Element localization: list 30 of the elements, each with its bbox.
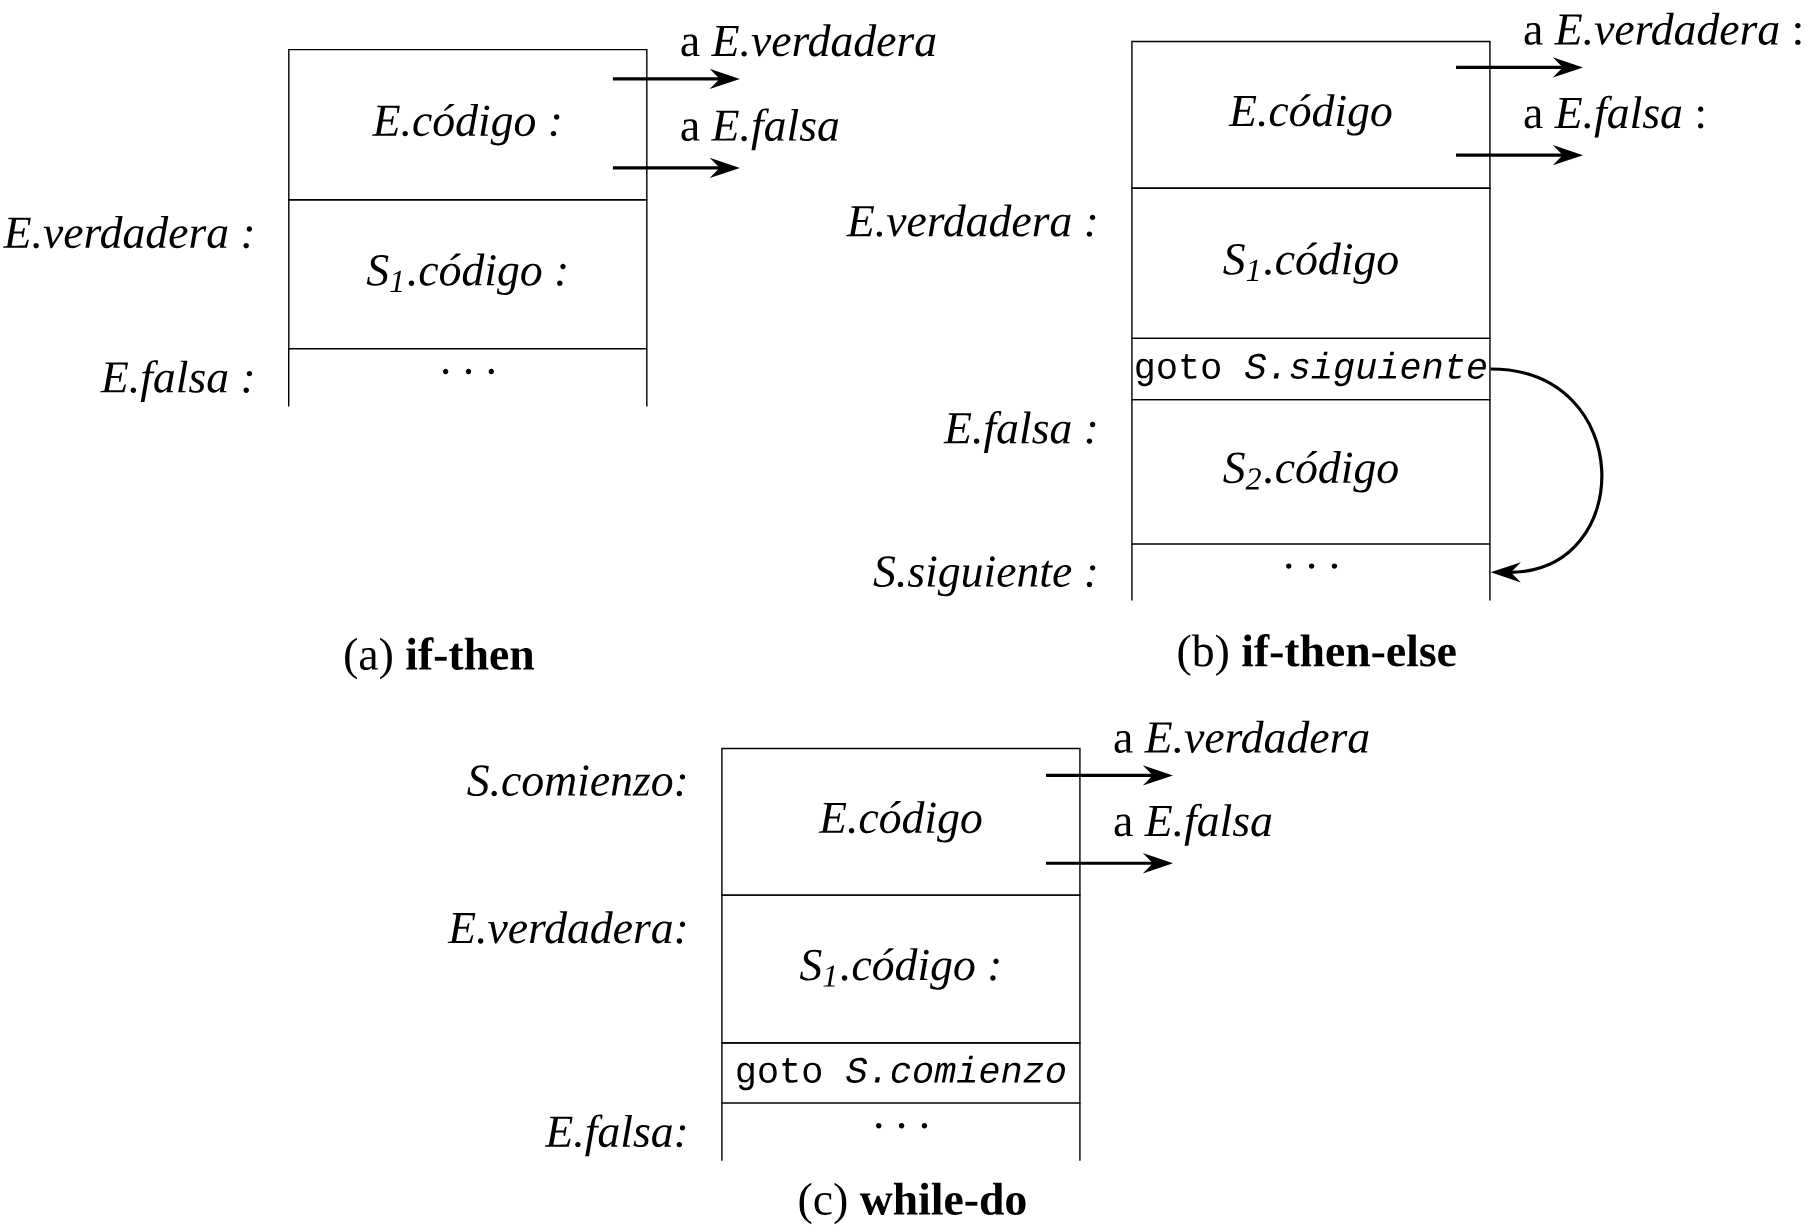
edge-label: a E.verdadera : [1524,12,1801,46]
code-box: goto S.comienzo [721,1042,1081,1104]
edge-label: a E.falsa : [1524,95,1704,138]
code-box: S$_{2}$.código [1131,398,1491,545]
side-label: E.falsa : [943,411,1096,453]
side-label: E.falsa : [100,360,253,403]
open-cell: · · · [1131,543,1491,602]
open-cell: · · · [721,1102,1081,1162]
code-box: S$_{1}$.código : [288,199,648,350]
code-box: E.código : [288,48,648,201]
edge-label: a E.falsa [681,108,839,151]
side-label: E.verdadera : [846,204,1096,237]
side-label: E.falsa: [544,1114,686,1157]
caption: (a) if-then [345,637,535,680]
side-label: E.verdadera: [447,911,686,944]
side-label: S.comienzo: [467,765,686,797]
code-box: S$_{1}$.código [1131,187,1491,340]
code-box: S$_{1}$.código : [721,894,1081,1044]
side-label: S.siguiente : [873,556,1096,597]
edge-label: a E.falsa [1114,803,1272,846]
side-label: E.verdadera : [3,216,253,249]
caption: (c) while-do [799,1182,1026,1225]
edge-label: a E.verdadera [681,24,936,57]
code-box: E.código [1131,40,1491,189]
edge-label: a E.verdadera [1114,720,1369,754]
caption: (b) if-then-else [1178,633,1456,676]
code-box: E.código [721,747,1081,896]
code-box: goto S.siguiente [1131,337,1491,401]
open-cell: · · · [288,348,648,408]
arrow [1490,367,1604,583]
